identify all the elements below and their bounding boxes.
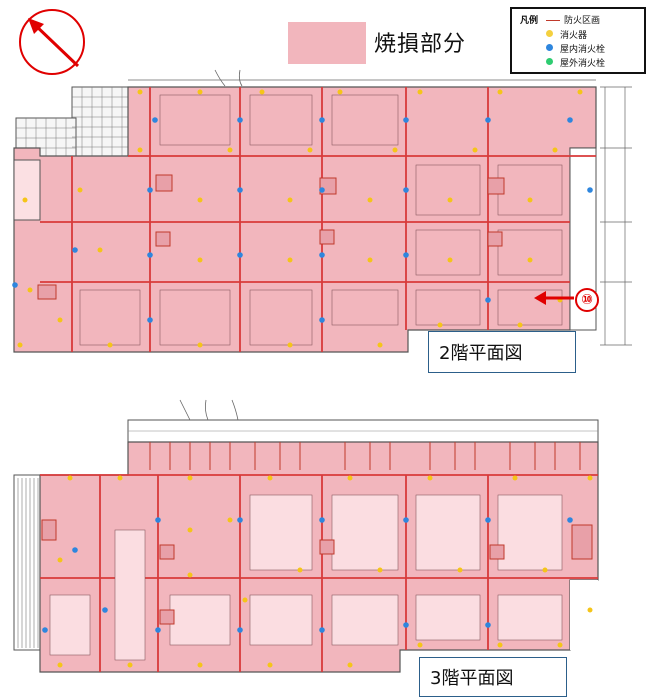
racks-3f bbox=[49, 494, 563, 661]
red-arrow-icon bbox=[534, 291, 574, 305]
legend-item-fire-compartment: 防火区画 bbox=[564, 16, 601, 26]
hydrant-markers-3f bbox=[42, 517, 573, 633]
caption-3f: 3階平面図 bbox=[419, 657, 567, 697]
dimension-lines-2f bbox=[600, 86, 632, 346]
legend-item-extinguisher: 消火器 bbox=[560, 31, 588, 41]
racks-2f bbox=[79, 94, 563, 346]
stair-cores-3f bbox=[41, 519, 593, 625]
legend-item-indoor-hydrant: 屋内消火栓 bbox=[560, 45, 606, 55]
grid-hatch-area bbox=[16, 87, 128, 157]
outdoor-hydrant-icon bbox=[546, 58, 553, 65]
extinguisher-markers-3f bbox=[57, 475, 593, 668]
fire-compartment-lines-2f bbox=[40, 87, 596, 352]
second-floor-plan bbox=[12, 69, 632, 353]
third-floor-plan bbox=[13, 399, 599, 673]
location-marker-10: ⑩ bbox=[575, 288, 599, 312]
hydrant-markers-2f bbox=[12, 117, 593, 323]
caption-2f: 2階平面図 bbox=[428, 331, 576, 373]
legend-item-outdoor-hydrant: 屋外消火栓 bbox=[560, 59, 606, 69]
burn-area-label: 焼損部分 bbox=[374, 32, 467, 57]
legend-box: 凡例 防火区画 消火器 屋内消火栓 屋外消火栓 bbox=[510, 7, 646, 74]
north-arrow-icon bbox=[19, 9, 85, 75]
extinguisher-icon bbox=[546, 30, 553, 37]
legend-title: 凡例 bbox=[520, 16, 539, 26]
indoor-hydrant-icon bbox=[546, 44, 553, 51]
fire-line-symbol bbox=[546, 20, 560, 21]
extinguisher-markers-2f bbox=[17, 89, 583, 348]
burn-area-swatch bbox=[288, 22, 366, 64]
